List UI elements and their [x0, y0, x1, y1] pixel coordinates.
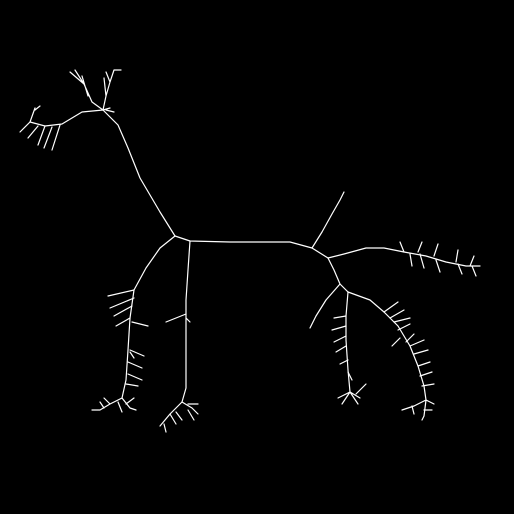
front-leg-outer — [121, 235, 176, 399]
head-branch-up-right — [102, 69, 122, 113]
front-leg-inner-foot — [159, 401, 199, 433]
hind-leg-inner — [309, 283, 341, 329]
hind-leg-outer-twigs — [383, 301, 435, 387]
front-leg-inner — [181, 240, 191, 403]
front-leg-inner-twigs — [165, 313, 191, 323]
hind-leg-inner-twigs — [331, 315, 353, 381]
trunk-path — [174, 235, 329, 259]
hind-leg-inner-main — [345, 291, 351, 393]
front-leg-outer-foot — [91, 397, 137, 413]
front-leg-outer-twigs — [107, 289, 149, 387]
tail-twigs — [399, 241, 477, 277]
head-branch-up-left — [69, 69, 104, 111]
hind-leg-outer — [347, 291, 427, 401]
head-branch-left — [29, 109, 104, 127]
neck-path — [102, 109, 176, 237]
head-branch-left-twigs — [19, 105, 61, 151]
hind-leg-outer-foot — [401, 399, 435, 421]
back-spike — [311, 191, 345, 249]
hind-leg-inner-foot — [337, 383, 367, 405]
hind-junction-path — [327, 257, 349, 293]
